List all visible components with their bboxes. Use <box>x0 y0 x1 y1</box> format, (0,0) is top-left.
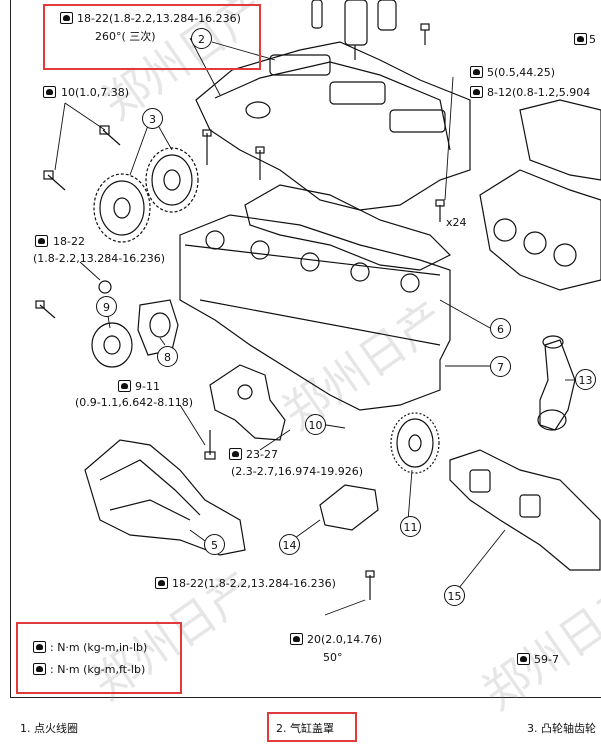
footer-item-1: 1. 点火线圈 <box>20 722 78 735</box>
torque-icon <box>470 66 483 78</box>
camshaft-sprockets <box>93 147 199 243</box>
torque-icon <box>33 641 46 653</box>
bolts <box>35 23 445 600</box>
torque-icon <box>60 12 73 24</box>
highlight-box-top <box>43 4 261 70</box>
torque-icon <box>155 577 168 589</box>
diagram-bottom-border <box>10 697 601 698</box>
bearing-cap <box>319 484 379 531</box>
torque-icon <box>43 86 56 98</box>
legend-line-2: : N·m (kg-m,ft-lb) <box>50 663 146 676</box>
torque-spec-20: 20(2.0,14.76) <box>307 633 383 646</box>
torque-spec-10: 10(1.0,7.38) <box>61 86 130 99</box>
torque-legend-box <box>16 622 182 694</box>
callout-2: 2 <box>191 28 212 49</box>
callout-10: 10 <box>305 414 326 435</box>
callout-8: 8 <box>157 346 178 367</box>
ignition-coils <box>311 0 397 60</box>
footer-item-2: 2. 气缸盖罩 <box>276 722 334 735</box>
callout-14: 14 <box>279 534 300 555</box>
callout-7: 7 <box>490 356 511 377</box>
torque-angle-20: 50° <box>323 651 343 664</box>
diagram-left-border <box>10 0 11 697</box>
torque-angle-top: 260°( 三次) <box>95 30 156 43</box>
callout-11: 11 <box>400 516 421 537</box>
torque-spec-9-11-values: (0.9-1.1,6.642-8.118) <box>75 396 193 409</box>
crankshaft <box>449 449 601 571</box>
bolt-count: x24 <box>446 216 467 229</box>
torque-icon <box>118 380 131 392</box>
exhaust-manifold <box>84 439 246 556</box>
callout-6: 6 <box>490 318 511 339</box>
connecting-rod <box>537 335 576 431</box>
torque-icon <box>517 653 530 665</box>
crankshaft-pulley <box>390 412 440 474</box>
cover-gasket <box>244 184 452 271</box>
torque-icon <box>35 235 48 247</box>
torque-icon <box>229 448 242 460</box>
torque-spec-23-27: 23-27 <box>246 448 278 461</box>
torque-icon <box>470 86 483 98</box>
callout-15: 15 <box>444 585 465 606</box>
torque-spec-8-12: 8-12(0.8-1.2,5.904 <box>487 86 591 99</box>
callout-13: 13 <box>575 369 596 390</box>
leader-lines <box>54 37 575 616</box>
legend-line-1: : N·m (kg-m,in-lb) <box>50 641 148 654</box>
callout-3: 3 <box>142 108 163 129</box>
torque-spec-23-27-values: (2.3-2.7,16.974-19.926) <box>231 465 363 478</box>
torque-spec-5: 5(0.5,44.25) <box>487 66 556 79</box>
torque-spec-59: 59-7 <box>534 653 559 666</box>
torque-spec-top: 18-22(1.8-2.2,13.284-16.236) <box>77 12 241 25</box>
torque-spec-top-right: 5 <box>589 33 596 46</box>
highlight-box-footer <box>267 712 357 742</box>
callout-5: 5 <box>204 534 225 555</box>
torque-icon <box>574 33 587 45</box>
intake-manifold <box>479 99 601 291</box>
oil-pump <box>209 364 286 441</box>
cylinder-head <box>179 214 451 411</box>
torque-spec-left: 18-22 <box>53 235 85 248</box>
torque-spec-bottom: 18-22(1.8-2.2,13.284-16.236) <box>172 577 336 590</box>
torque-spec-left-values: (1.8-2.2,13.284-16.236) <box>33 252 165 265</box>
torque-icon <box>33 663 46 675</box>
torque-icon <box>290 633 303 645</box>
torque-spec-9-11: 9-11 <box>135 380 160 393</box>
footer-item-3: 3. 凸轮轴齿轮 <box>527 722 596 735</box>
callout-9: 9 <box>96 296 117 317</box>
